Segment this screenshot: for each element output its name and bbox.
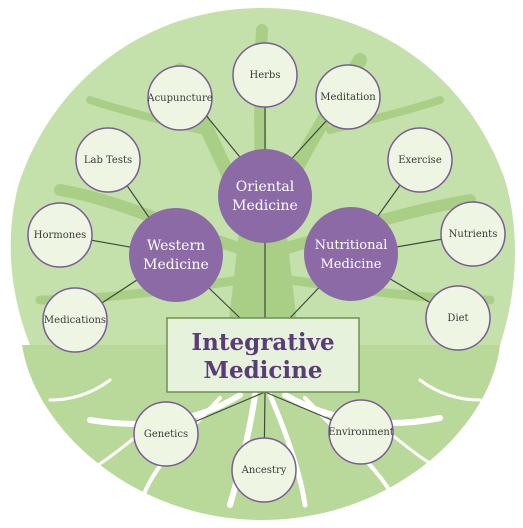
node-acupuncture: Acupuncture bbox=[146, 65, 213, 131]
node-diet: Diet bbox=[425, 285, 491, 351]
node-hormones: Hormones bbox=[27, 202, 93, 268]
center-title-line1: Integrative bbox=[191, 329, 334, 356]
hub-western-line1: Western bbox=[147, 238, 205, 254]
node-exercise: Exercise bbox=[387, 127, 453, 193]
label-genetics: Genetics bbox=[144, 429, 188, 440]
label-environment: Environment bbox=[328, 427, 394, 438]
label-herbs: Herbs bbox=[250, 70, 281, 81]
hub-oriental-line2: Medicine bbox=[232, 198, 298, 214]
label-ancestry: Ancestry bbox=[241, 465, 287, 476]
hub-nutritional: Nutritional Medicine bbox=[304, 207, 398, 301]
hub-oriental-line1: Oriental bbox=[236, 179, 295, 195]
hub-oriental: Oriental Medicine bbox=[218, 149, 312, 243]
hub-nutritional-line2: Medicine bbox=[321, 257, 382, 272]
leaf-bubbles: Acupuncture Herbs Meditation Lab Tests E… bbox=[27, 42, 506, 503]
node-lab-tests: Lab Tests bbox=[75, 127, 141, 193]
node-environment: Environment bbox=[328, 399, 394, 465]
label-diet: Diet bbox=[447, 313, 468, 324]
hubs: Oriental Medicine Western Medicine Nutri… bbox=[129, 149, 398, 302]
node-herbs: Herbs bbox=[232, 42, 298, 108]
label-nutrients: Nutrients bbox=[449, 229, 498, 240]
label-acupuncture: Acupuncture bbox=[146, 93, 212, 104]
center-title-line2: Medicine bbox=[203, 357, 322, 384]
node-nutrients: Nutrients bbox=[440, 201, 506, 267]
hub-western: Western Medicine bbox=[129, 208, 223, 302]
label-hormones: Hormones bbox=[34, 230, 87, 241]
node-meditation: Meditation bbox=[315, 64, 381, 130]
hub-nutritional-line1: Nutritional bbox=[315, 238, 388, 253]
label-medications: Medications bbox=[44, 315, 106, 326]
node-genetics: Genetics bbox=[133, 401, 199, 467]
node-medications: Medications bbox=[42, 287, 108, 353]
label-lab-tests: Lab Tests bbox=[84, 155, 132, 166]
hub-western-line2: Medicine bbox=[143, 257, 209, 273]
label-meditation: Meditation bbox=[320, 92, 376, 103]
label-exercise: Exercise bbox=[398, 155, 442, 166]
center-title: Integrative Medicine bbox=[166, 317, 360, 393]
node-ancestry: Ancestry bbox=[231, 437, 297, 503]
